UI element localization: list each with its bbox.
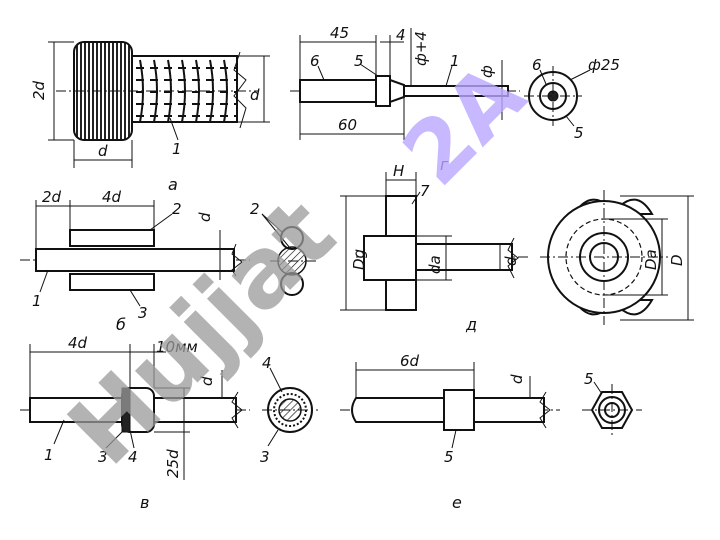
part-1-label: 1	[32, 292, 42, 310]
section-b: 2	[250, 200, 316, 296]
part-3b-label: 3	[260, 448, 270, 466]
part-3-label: 3	[98, 448, 108, 466]
rod	[473, 397, 545, 423]
boss	[363, 235, 417, 281]
section-v: 4 3	[260, 354, 318, 466]
dim-d-label: d	[198, 376, 216, 386]
dim-45-label: 45	[330, 24, 349, 42]
dim-4d-label: 4d	[102, 188, 122, 206]
break-line	[233, 51, 247, 129]
dim-d-label: d	[98, 142, 108, 160]
part-1-label: 1	[172, 140, 182, 158]
end-view-d: Da D	[540, 190, 694, 325]
dim-H-label: H	[393, 162, 404, 180]
weld-cone	[389, 78, 405, 104]
caption-v: в	[140, 493, 149, 512]
part-1-label: 1	[450, 52, 460, 70]
panel-b: 2d 4d d 2 1 3 б 2	[20, 188, 316, 334]
dim-d-label: d	[502, 256, 520, 266]
panel-v: 4d 10мм d 25d 1 3 4 в 4 3	[20, 334, 318, 512]
part-1-label: 1	[44, 446, 54, 464]
plate-2	[69, 229, 155, 247]
rod	[415, 243, 513, 271]
part-3-label: 3	[138, 304, 148, 322]
nut-5	[443, 389, 475, 431]
part-2-label: 2	[172, 200, 182, 218]
stud	[351, 397, 445, 423]
ferrule-5	[375, 75, 391, 107]
part-5-label: 5	[444, 448, 454, 466]
part-6b-label: 6	[532, 56, 542, 74]
weld-4	[121, 387, 131, 433]
end-view-g: 6 ф25 5	[524, 56, 620, 142]
panel-a: 2d d d 1 а	[30, 41, 270, 194]
dim-da-label: da	[426, 255, 444, 274]
part-5-label: 5	[354, 52, 364, 70]
panel-e: 6d d 5 е 5	[340, 352, 642, 512]
part-6-label: 6	[310, 52, 320, 70]
dim-6d-label: 6d	[400, 352, 420, 370]
dim-phi25-label: ф25	[588, 56, 620, 74]
dim-25d-label: 25d	[164, 449, 182, 478]
watermark-violet: 2A	[384, 44, 544, 204]
dim-2d-label: 2d	[30, 80, 48, 100]
panel-g: 45 4 ф+4 60 ф 6 5 1 г 6 ф25 5	[290, 24, 620, 174]
rod-1	[403, 85, 509, 97]
dim-d-label: d	[508, 374, 526, 384]
dim-60-label: 60	[338, 116, 357, 134]
dim-10mm-label: 10мм	[156, 338, 198, 356]
dim-2d-label: 2d	[42, 188, 62, 206]
plate-3	[69, 273, 155, 291]
part-4-label: 4	[128, 448, 138, 466]
stud-6	[299, 79, 377, 103]
caption-g: г	[440, 155, 449, 174]
caption-b: б	[116, 315, 126, 334]
dim-phi-d4-label: ф+4	[412, 31, 430, 66]
dim-D-label: D	[668, 254, 686, 266]
part-7-label: 7	[420, 182, 430, 200]
caption-d: д	[465, 315, 477, 334]
dim-Da-label: Da	[642, 249, 660, 270]
part-5b-label: 5	[584, 370, 594, 388]
rod-1	[35, 248, 235, 272]
part-5b-label: 5	[574, 124, 584, 142]
dim-Dg-label: Dg	[350, 249, 368, 270]
dim-d-label: d	[196, 212, 214, 222]
dim-phi-label: ф	[478, 65, 496, 78]
caption-a: а	[168, 175, 178, 194]
watermark-grey: Hujjat	[47, 177, 356, 486]
end-view-e: 5	[582, 370, 642, 436]
dim-d-right-label: d	[250, 86, 260, 104]
dim-4-label: 4	[396, 26, 406, 44]
part-2b-label: 2	[250, 200, 260, 218]
caption-e: е	[452, 493, 462, 512]
dim-4d-label: 4d	[68, 334, 88, 352]
part-4b-label: 4	[262, 354, 272, 372]
panel-d: H Dg da d 7 д Da D	[340, 162, 694, 334]
